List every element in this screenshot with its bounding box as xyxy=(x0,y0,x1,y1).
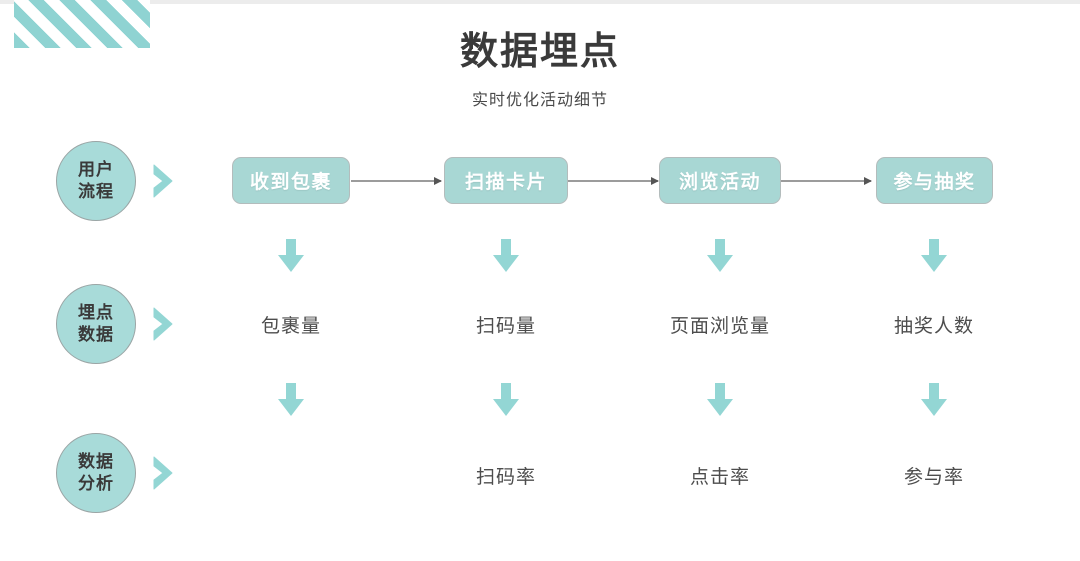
chevron-right-icon xyxy=(153,164,173,198)
analysis-cell-4: 参与率 xyxy=(903,467,964,488)
page-subtitle: 实时优化活动细节 xyxy=(471,92,608,109)
page-title: 数据埋点 xyxy=(459,31,620,73)
flow-box-4[interactable]: 参与抽奖 xyxy=(876,157,993,204)
data-cell-2: 扫码量 xyxy=(475,316,536,337)
chevron-right-icon xyxy=(153,456,173,490)
arrow-down-icon-4b xyxy=(921,383,947,416)
arrow-down-icon-4a xyxy=(921,239,947,272)
chevron-right-icon xyxy=(153,307,173,341)
flow-box-4-label: 参与抽奖 xyxy=(893,172,976,193)
data-cell-3: 页面浏览量 xyxy=(669,316,770,337)
arrow-down-icon-1a xyxy=(278,239,304,272)
row-circle-line2: 数据 xyxy=(78,325,114,344)
row-circle-line2: 流程 xyxy=(78,182,114,201)
data-cell-1: 包裹量 xyxy=(260,316,321,337)
flow-box-3[interactable]: 浏览活动 xyxy=(659,157,781,204)
flow-box-2[interactable]: 扫描卡片 xyxy=(444,157,568,204)
row-circle-line1: 数据 xyxy=(78,452,114,471)
arrow-down-icon-2a xyxy=(493,239,519,272)
top-strip xyxy=(0,0,1080,4)
arrow-down-icon-1b xyxy=(278,383,304,416)
row-label-user-flow: 用户 流程 xyxy=(56,141,176,221)
row-circle-tracking-data: 埋点 数据 xyxy=(56,284,136,364)
flow-box-1-label: 收到包裹 xyxy=(249,172,332,193)
row-circle-line1: 埋点 xyxy=(78,303,114,322)
flow-box-2-label: 扫描卡片 xyxy=(464,172,547,193)
arrow-down-icon-3a xyxy=(707,239,733,272)
row-circle-line1: 用户 xyxy=(78,160,114,179)
row-circle-data-analysis: 数据 分析 xyxy=(56,433,136,513)
arrow-down-icon-2b xyxy=(493,383,519,416)
row-circle-line2: 分析 xyxy=(78,474,114,493)
row-label-tracking-data: 埋点 数据 xyxy=(56,284,176,364)
diagonal-stripes-decoration xyxy=(14,0,150,48)
connector-3-4 xyxy=(781,177,872,185)
connector-1-2 xyxy=(351,177,442,185)
analysis-cell-2: 扫码率 xyxy=(475,467,536,488)
flow-box-1[interactable]: 收到包裹 xyxy=(232,157,350,204)
analysis-cell-3: 点击率 xyxy=(689,467,750,488)
row-circle-user-flow: 用户 流程 xyxy=(56,141,136,221)
arrow-down-icon-3b xyxy=(707,383,733,416)
data-cell-4: 抽奖人数 xyxy=(893,316,974,337)
row-label-data-analysis: 数据 分析 xyxy=(56,433,176,513)
flow-box-3-label: 浏览活动 xyxy=(678,172,761,193)
page-header: 数据埋点 实时优化活动细节 xyxy=(0,28,1080,110)
connector-2-3 xyxy=(568,177,659,185)
